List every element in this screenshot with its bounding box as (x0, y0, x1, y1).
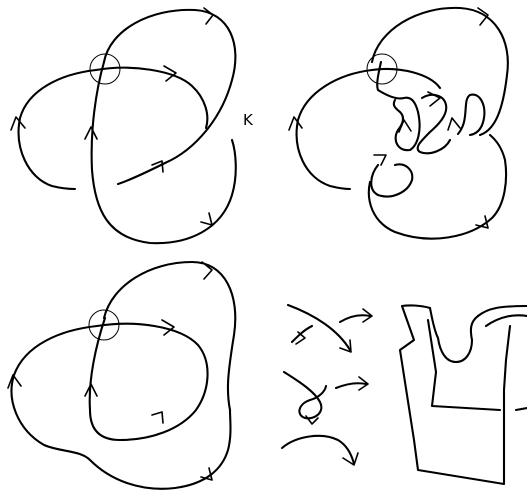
move3-curve (282, 436, 354, 464)
band-inner-left (428, 320, 500, 410)
arrow-bottom (201, 213, 212, 225)
knot-label: K (243, 111, 254, 129)
strand-upper-lobe (372, 8, 508, 135)
arrow-inner-right (448, 118, 460, 130)
strand-middle (90, 324, 208, 440)
arrow-bottom (476, 216, 488, 228)
panel-original-knot (11, 8, 236, 243)
arrow-top (478, 8, 488, 25)
arrow-bottom (201, 468, 212, 480)
strand-left-lobe (297, 70, 372, 189)
band-right (486, 315, 527, 326)
arrow-top (204, 8, 213, 24)
strand-vertical (92, 62, 236, 243)
strand-left-lobe (19, 70, 96, 189)
arrow-left (8, 375, 21, 388)
strand-middle (96, 68, 207, 128)
strand-upper-lobe (104, 262, 235, 410)
strand-upper-arc (118, 163, 165, 184)
band-right-side (504, 326, 510, 484)
panel-stabilized-knot (289, 8, 508, 239)
panel-local-moves (282, 305, 527, 484)
strand-right-hook (458, 95, 484, 135)
band-outer-left (400, 305, 504, 484)
band-tick (516, 408, 527, 410)
strand-middle (372, 69, 440, 88)
arrow-loop (374, 155, 386, 165)
arrow-left (289, 117, 302, 130)
move2-curve (284, 372, 326, 418)
panel-isotoped-knot (8, 262, 235, 489)
strand-lower-loop (371, 164, 412, 196)
strand-vertical (377, 62, 419, 150)
arrow-inner (152, 412, 163, 423)
arrow-inner-left (399, 120, 411, 132)
move2-result-arrow (336, 383, 366, 388)
band-cup (430, 308, 478, 362)
strand-upper-lobe (104, 10, 235, 163)
